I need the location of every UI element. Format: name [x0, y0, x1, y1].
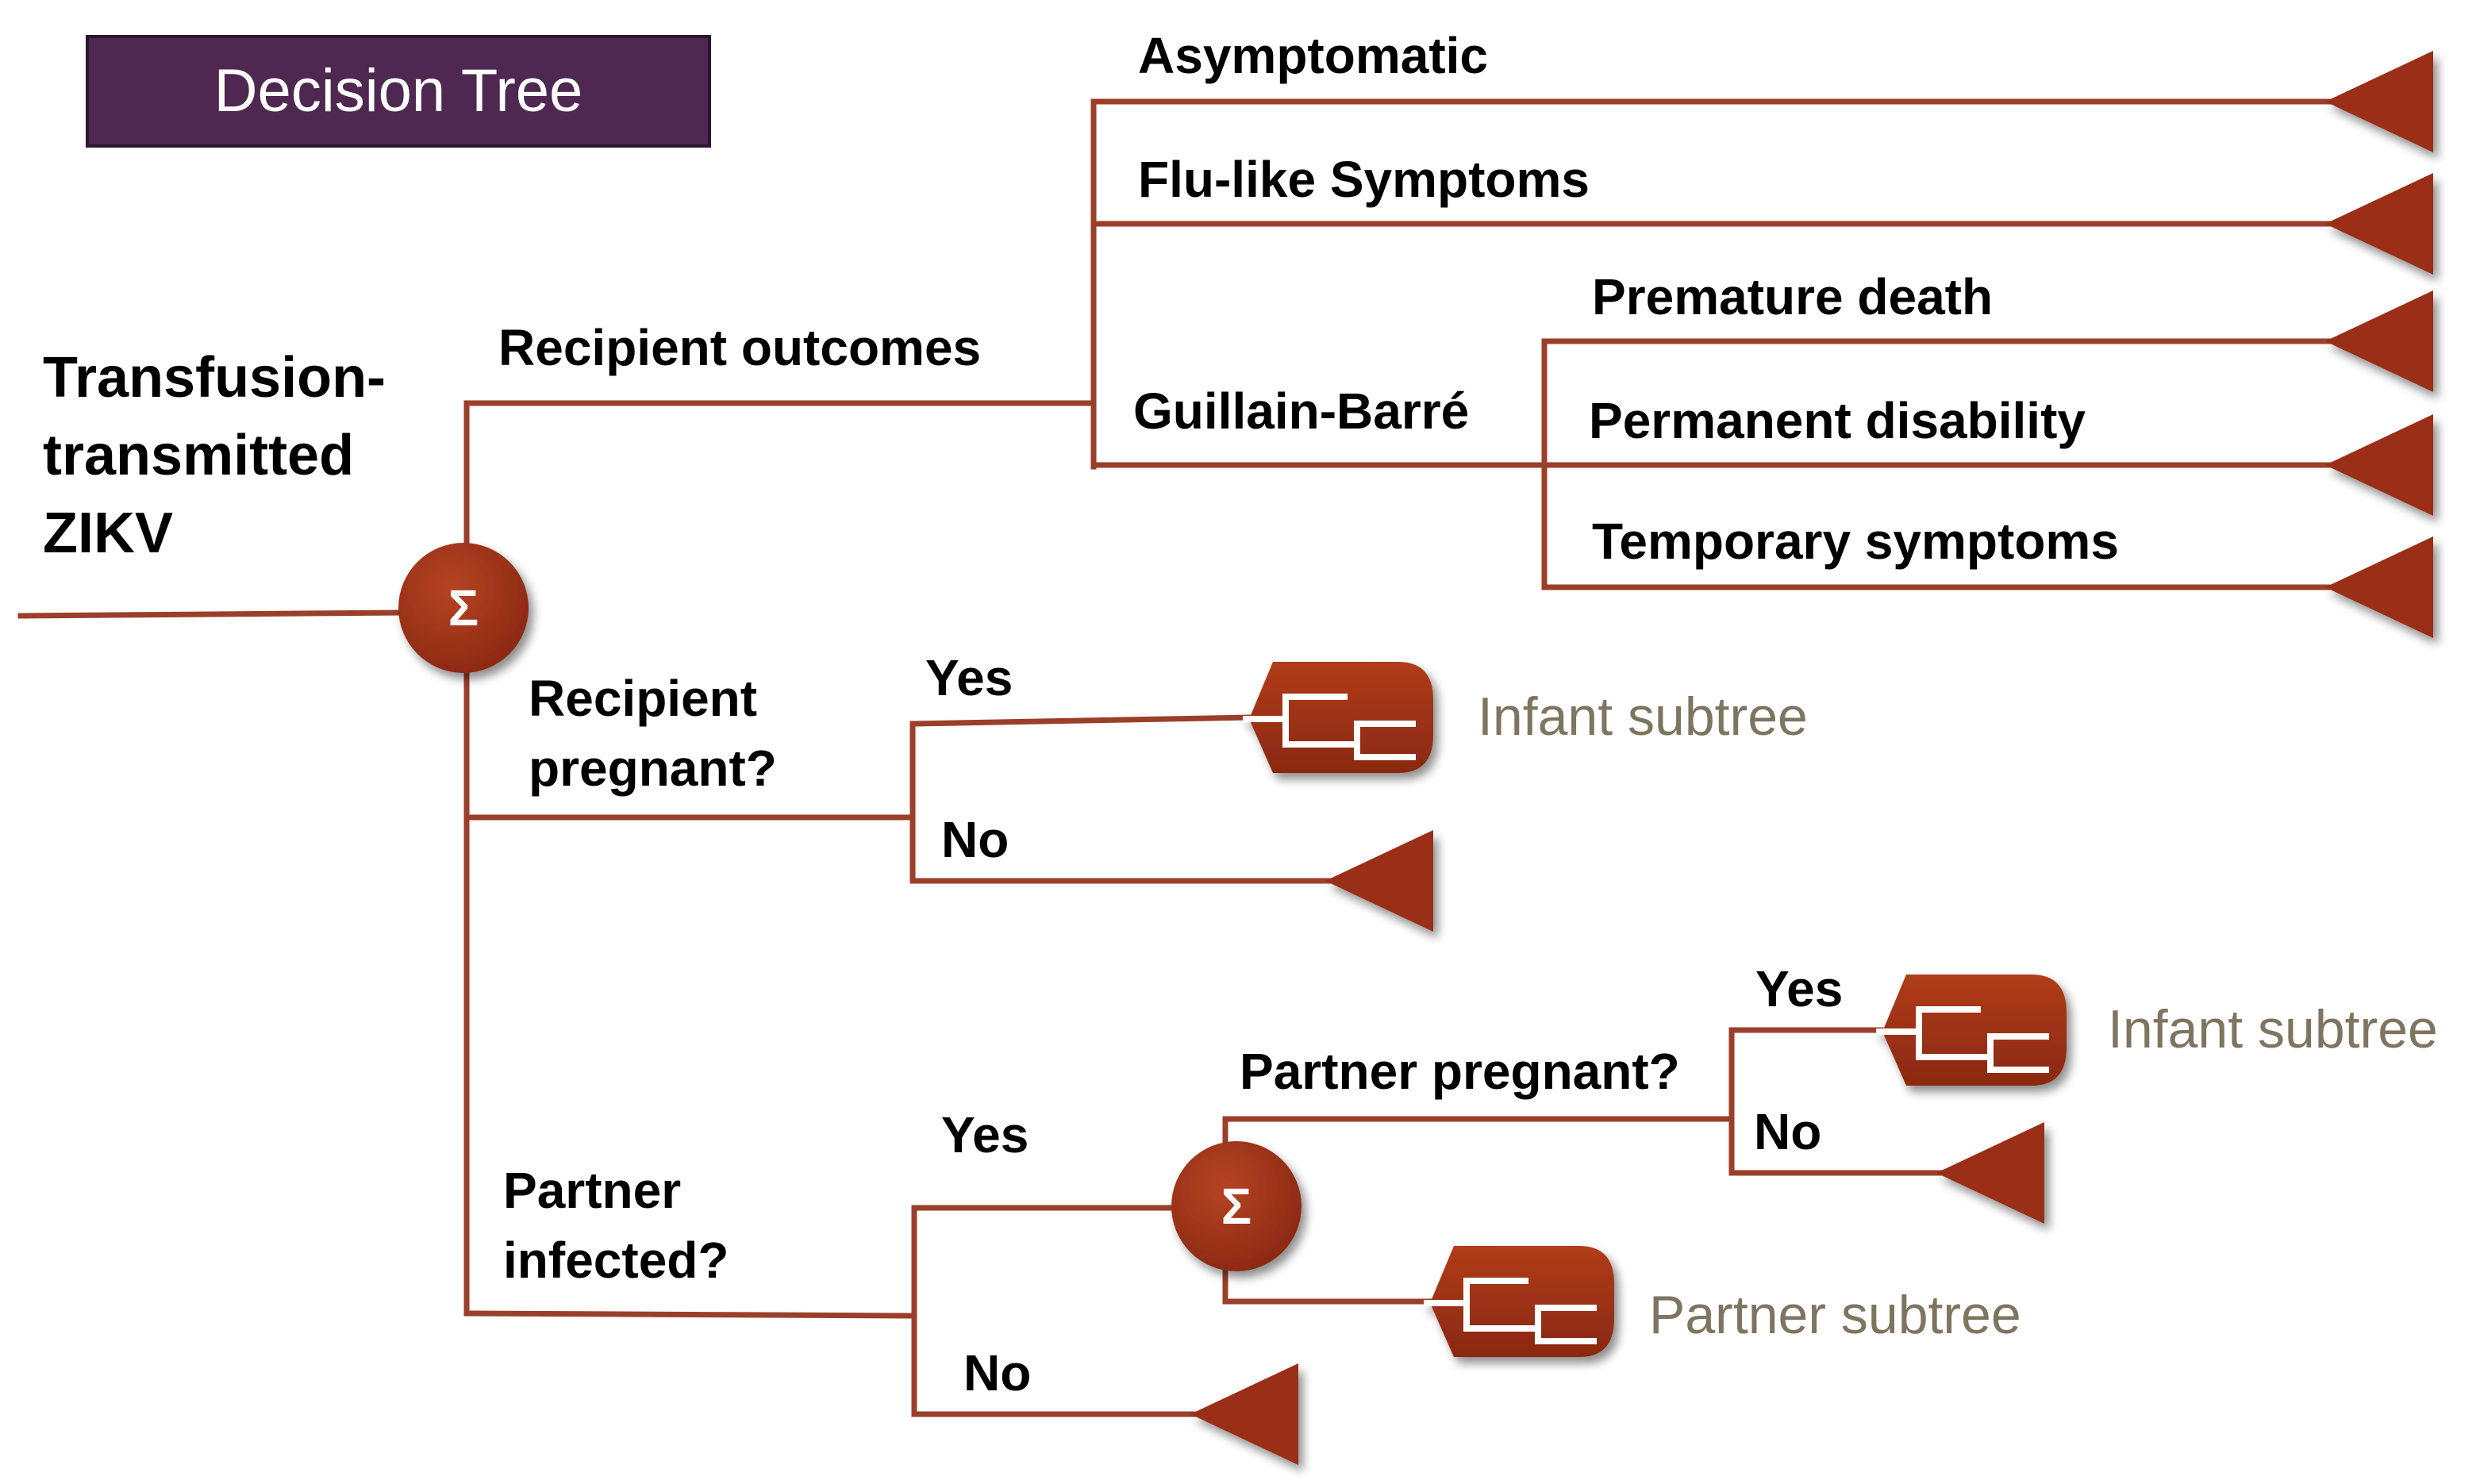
partner-subtree-label: Partner subtree — [1649, 1285, 2021, 1345]
terminal-nodes — [1190, 51, 2433, 1465]
recipient-pregnant-yes-label: Yes — [925, 649, 1013, 706]
chance-node-root: Σ — [398, 543, 529, 673]
sigma-icon: Σ — [448, 579, 479, 636]
terminal-triangle-icon — [1325, 830, 1433, 932]
partner-pregnant-yes-label: Yes — [1755, 960, 1843, 1017]
recipient-pregnant-label-line-2: pregnant? — [529, 740, 777, 797]
partner-infected-no-label: No — [963, 1344, 1031, 1401]
recipient-outcomes-label: Recipient outcomes — [498, 319, 981, 376]
terminal-triangle-icon — [1190, 1363, 1298, 1465]
chance-node-partner: Σ — [1171, 1141, 1302, 1271]
flu-like-label: Flu-like Symptoms — [1138, 151, 1590, 208]
terminal-triangle-icon — [2325, 173, 2433, 275]
subtree-icon — [1427, 1246, 1614, 1357]
recipient-pregnant-yes-branch — [909, 714, 1255, 727]
partner-pregnant-no-label: No — [1754, 1103, 1821, 1160]
recipient-pregnant-no-label: No — [941, 811, 1009, 868]
root-label-line-3: ZIKV — [43, 502, 173, 565]
root-label-line-1: Transfusion- — [43, 346, 386, 409]
subtree-icon — [1246, 662, 1433, 773]
partner-infected-branch — [463, 1310, 917, 1319]
terminal-triangle-icon — [2325, 414, 2433, 516]
root-label-line-2: transmitted — [43, 424, 354, 487]
tree-connectors — [17, 98, 2336, 1417]
recipient-pregnant-label-line-1: Recipient — [529, 670, 757, 727]
partner-infected-label-line-1: Partner — [503, 1162, 681, 1219]
partner-infected-yes-label: Yes — [941, 1106, 1029, 1163]
guillain-barre-label: Guillain-Barré — [1133, 383, 1469, 440]
partner-infected-label-line-2: infected? — [503, 1232, 729, 1289]
terminal-triangle-icon — [1936, 1122, 2044, 1224]
subtree-nodes — [1246, 662, 2067, 1357]
premature-death-label: Premature death — [1592, 268, 1993, 325]
title-box: Decision Tree — [86, 35, 711, 148]
terminal-triangle-icon — [2325, 536, 2433, 638]
title-text: Decision Tree — [214, 57, 583, 125]
title-background — [86, 35, 711, 148]
infant-subtree-label: Infant subtree — [1478, 686, 1808, 747]
sigma-icon: Σ — [1221, 1178, 1252, 1235]
temporary-symptoms-label: Temporary symptoms — [1592, 513, 2119, 570]
terminal-triangle-icon — [2325, 290, 2433, 392]
subtree-icon — [1879, 975, 2067, 1086]
asymptomatic-label: Asymptomatic — [1138, 27, 1488, 84]
root-line — [17, 609, 404, 619]
terminal-triangle-icon — [2325, 51, 2433, 152]
root-label: Transfusion- transmitted ZIKV — [43, 346, 386, 565]
partner-pregnant-label: Partner pregnant? — [1240, 1043, 1680, 1100]
permanent-disability-label: Permanent disability — [1589, 392, 2086, 449]
infant-subtree-label: Infant subtree — [2108, 999, 2438, 1059]
